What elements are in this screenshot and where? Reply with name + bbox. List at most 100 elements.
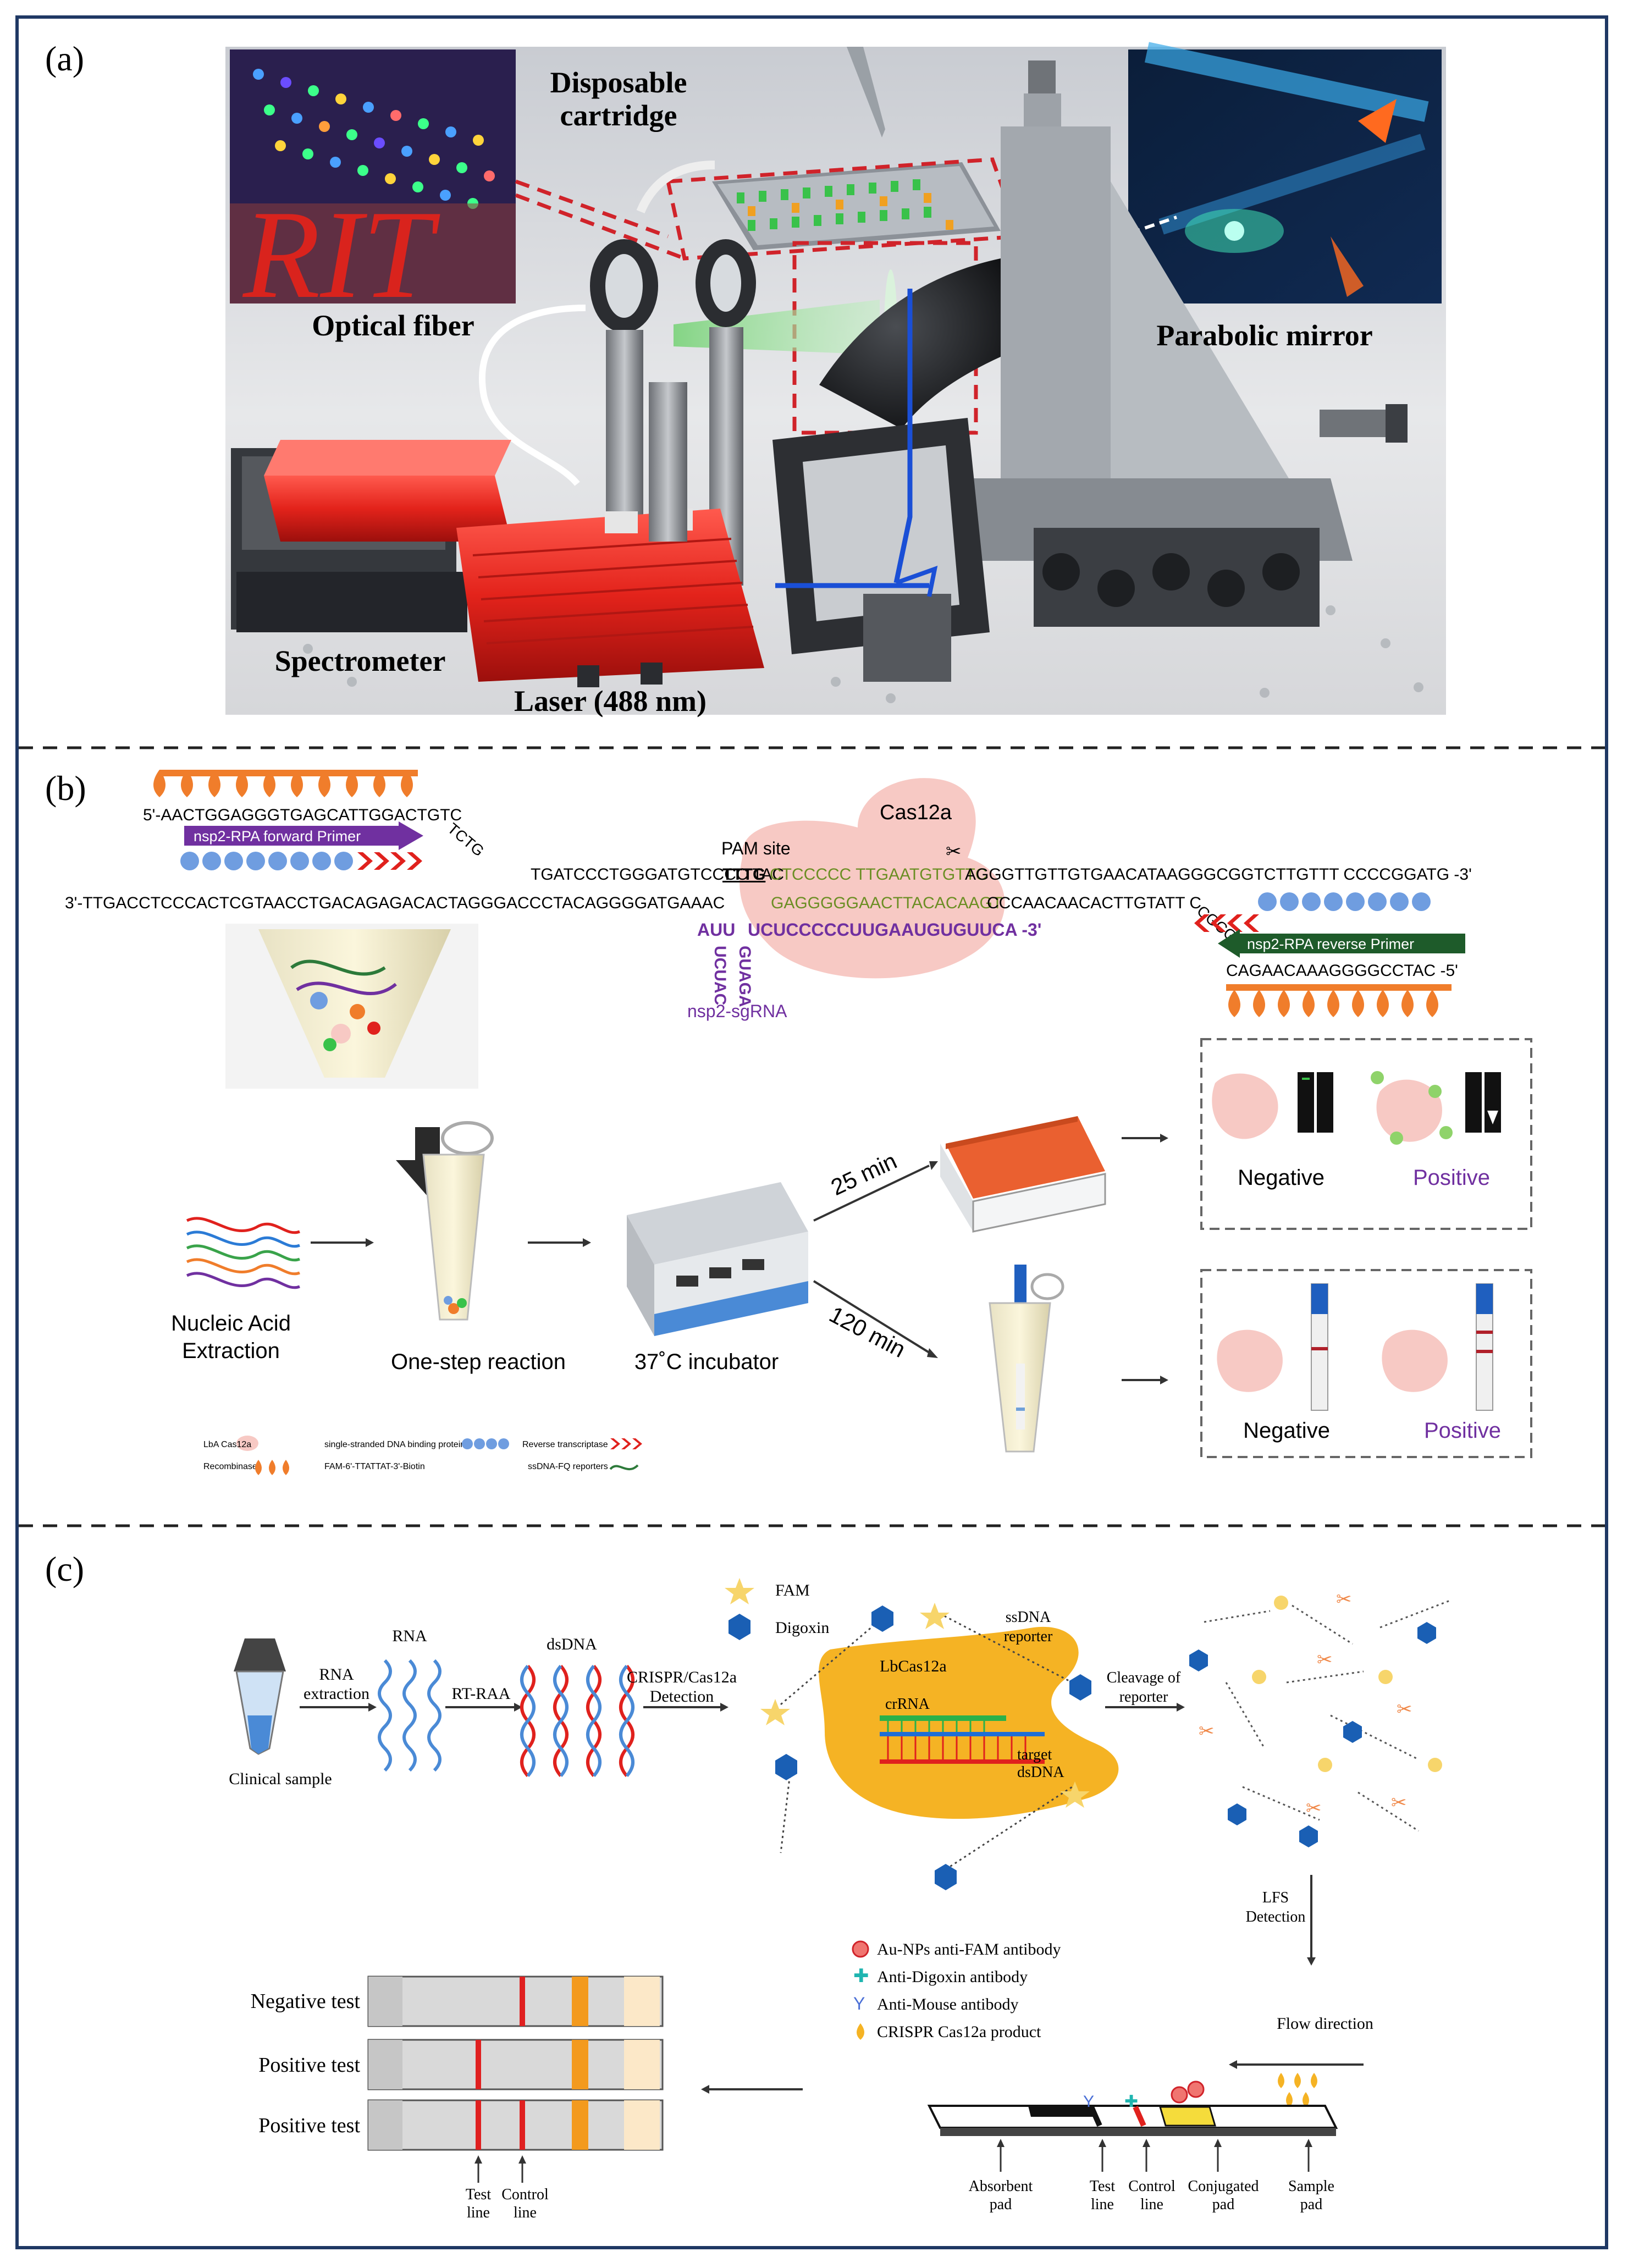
dsdna-helices-icon <box>520 1665 634 1777</box>
sgrna-loop-right: GUAGA <box>736 946 754 1007</box>
arrow-to-fluor-head <box>1160 1134 1168 1143</box>
panel-a: (a) RIT <box>45 39 1446 718</box>
scissors-icon: ✂ <box>946 841 962 862</box>
control-line-label-2: line <box>1140 2196 1163 2213</box>
neg-fluor-image-2 <box>1317 1072 1333 1133</box>
strip-part-pointer-heads <box>997 2139 1312 2147</box>
panel-c-label: (c) <box>45 1549 84 1588</box>
legend-b-ssb-swatch <box>462 1438 509 1449</box>
arrow-c4-head <box>1177 1703 1185 1712</box>
neg-strip-cap <box>1311 1284 1328 1314</box>
optical-fiber-cable <box>478 305 586 486</box>
clinical-sample-tube-icon[interactable] <box>234 1638 286 1755</box>
fluorescence-reader-icon[interactable] <box>940 1116 1106 1233</box>
lateral-flow-tube-icon[interactable] <box>989 1265 1064 1453</box>
rna-extraction-label-1: RNA <box>319 1665 354 1684</box>
recombinase-bar-bottom <box>1226 984 1452 991</box>
emission-path-vertical <box>893 289 913 583</box>
nucleic-acid-strands-icon <box>186 1217 300 1289</box>
recombinase-row-top <box>153 770 413 797</box>
arrow-120min <box>813 1280 930 1354</box>
seq-bottom: 3'-TTGACCTCCCACTCGTAACCTGACAGAGACACTAGGG… <box>65 894 725 912</box>
emission-arrowhead <box>895 565 938 597</box>
sgrna-5prime: AUU <box>697 920 735 940</box>
incubator-icon[interactable] <box>627 1182 808 1336</box>
rit-logo: RIT <box>242 184 440 324</box>
rna-extraction-label-2: extraction <box>303 1685 369 1703</box>
seq-top-5prime: 5'-AACTGGAGGGTGAGCATTGGACTGTC <box>143 806 462 824</box>
target-top: CTCCCCC TTGAATGTGTTC <box>770 865 987 884</box>
sample-holder <box>772 418 990 682</box>
sgrna-loop-left: UCUAC <box>711 946 729 1005</box>
arrow-1-head <box>366 1238 374 1247</box>
figure-frame <box>15 15 1608 2249</box>
ssdna-label-1: ssDNA <box>1006 1609 1051 1626</box>
rev-primer-label: nsp2-RPA reverse Primer <box>1247 936 1414 952</box>
parabolic-mirror-label: Parabolic mirror <box>1156 319 1372 352</box>
legend-c-mouse: Anti-Mouse antibody <box>877 1995 1018 2013</box>
arrow-to-results-head <box>701 2085 709 2094</box>
cleaved-fragments <box>1204 1599 1452 1832</box>
one-step-label: One-step reaction <box>391 1350 566 1374</box>
pam-site-label: PAM site <box>721 838 791 858</box>
seq-top-mid: TGATCCCTGGGATGTCCCC TAC <box>531 865 784 884</box>
rna-label: RNA <box>392 1627 427 1645</box>
arrow-c3-head <box>720 1703 729 1712</box>
spectrometer[interactable] <box>231 440 511 632</box>
rt-chevrons-top <box>357 852 422 870</box>
legend-b-rt: Reverse transcriptase <box>522 1440 608 1449</box>
cleavage-label-1: Cleavage of <box>1107 1669 1181 1686</box>
legend-b-recombinase: Recombinase <box>203 1462 257 1471</box>
strip-part-pointers <box>1000 2142 1310 2172</box>
sample-drops <box>1278 2073 1317 2107</box>
target-label-1: target <box>1017 1746 1052 1763</box>
pos-fluor-image <box>1465 1072 1482 1133</box>
svg-text:✂: ✂ <box>1306 1798 1322 1819</box>
arrow-25min-head <box>929 1161 938 1170</box>
time-25min: 25 min <box>827 1147 901 1200</box>
pos-fluor-spot <box>1487 1111 1498 1124</box>
sample-pad-label-1: Sample <box>1288 2178 1334 2195</box>
result-label-positive-2: Positive test <box>258 2114 360 2137</box>
crispr-label-2: Detection <box>650 1687 714 1706</box>
reporter-ends <box>760 1603 1091 1890</box>
arrow-lfs-head <box>1307 1957 1316 1966</box>
result-label-negative: Negative test <box>251 1990 361 2013</box>
pos-strip-cap <box>1476 1284 1493 1314</box>
legend-b: LbA Cas12a single-stranded DNA binding p… <box>203 1436 642 1475</box>
extraction-label-2: Extraction <box>182 1339 280 1363</box>
neg-fluor-band <box>1302 1078 1310 1080</box>
neg-strip-line <box>1311 1347 1328 1350</box>
result-test-line-label-2: line <box>467 2204 490 2221</box>
mirror-photo-details <box>1144 42 1429 297</box>
incubator-label: 37˚C incubator <box>634 1350 779 1374</box>
seq-rev-5prime: CAGAACAAAGGGGCCTAC -5' <box>1226 962 1458 980</box>
cartridge-label-line1: Disposable <box>550 66 687 99</box>
result-neg-bottom: Negative <box>1243 1419 1330 1443</box>
lfs-label-1: LFS <box>1262 1889 1289 1906</box>
pos-strip-line-2 <box>1476 1350 1493 1353</box>
result-strip-negative <box>367 1975 664 2027</box>
disposable-cartridge[interactable] <box>712 162 1001 250</box>
absorbent-label-2: pad <box>990 2196 1012 2213</box>
flow-arrow-head <box>1229 2060 1237 2069</box>
intact-reporters <box>780 1610 1073 1870</box>
fwd-primer-arrow <box>399 821 423 850</box>
svg-text:Y: Y <box>1083 2093 1094 2111</box>
result-control-line-label-2: line <box>514 2204 537 2221</box>
seq-top-tail: AGGGTTGTTGTGAACATAAGGGCGGTCTTGTTT CCCCGG… <box>965 865 1472 884</box>
svg-text:✂: ✂ <box>1397 1699 1412 1720</box>
fam-star-icon <box>725 1578 754 1604</box>
clinical-sample-label: Clinical sample <box>229 1770 332 1788</box>
absorbent-label-1: Absorbent <box>969 2178 1033 2195</box>
parabolic-mirror[interactable] <box>819 258 1012 429</box>
reaction-tube-icon[interactable] <box>422 1121 494 1321</box>
arrow-2-head <box>583 1238 591 1247</box>
pam-motif: TTTG <box>722 865 765 884</box>
fam-key-label: FAM <box>775 1581 810 1599</box>
lateral-flow-strip[interactable]: Y ✚ <box>927 2081 1338 2136</box>
xyz-stage <box>957 60 1408 627</box>
laser-488nm[interactable] <box>456 509 764 687</box>
cleavage-label-2: reporter <box>1119 1688 1168 1706</box>
legend-b-fam: FAM-6'-TTATTAT-3'-Biotin <box>324 1462 425 1471</box>
